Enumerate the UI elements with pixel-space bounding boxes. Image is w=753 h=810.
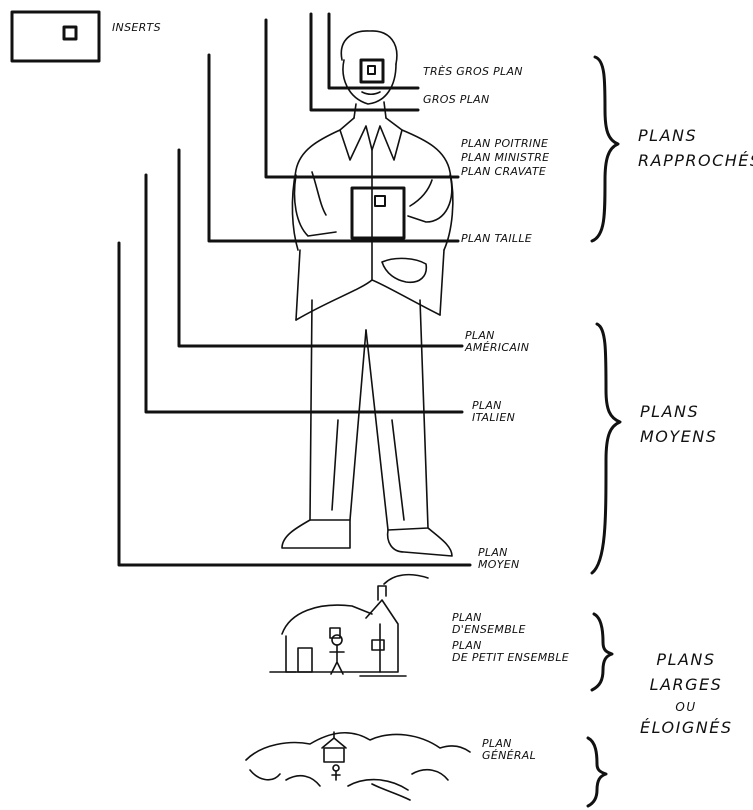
group-plans-larges: Plans larges ou éloignés <box>640 650 733 738</box>
line-plan-cravate <box>264 18 460 179</box>
brace-moyens <box>590 322 622 575</box>
tgp-frame-icon <box>359 58 385 84</box>
label-plan-italien: Plan Italien <box>472 399 516 424</box>
label-plan-moyen: Plan Moyen <box>478 546 520 571</box>
label-plan-poitrine: Plan poitrine <box>461 137 549 150</box>
inserts-frame-icon <box>10 10 101 63</box>
house-drawing <box>269 573 429 677</box>
label-plan-americain: Plan Américain <box>465 329 530 354</box>
line-gros-plan <box>309 12 420 112</box>
label-plan-petit-ensemble: Plan de petit ensemble <box>452 639 570 664</box>
landscape-drawing <box>245 731 471 801</box>
man-figure <box>281 30 454 557</box>
line-plan-americain <box>177 148 464 348</box>
line-plan-moyen <box>117 241 472 567</box>
line-plan-taille <box>207 53 460 243</box>
group-plans-moyens: Plans moyens <box>640 402 718 446</box>
label-plan-ensemble: Plan d'ensemble <box>452 611 526 636</box>
braces <box>586 55 622 808</box>
brace-rapproches <box>590 55 620 243</box>
insert-hand-frame-icon <box>350 186 406 240</box>
brace-ensemble <box>590 612 614 692</box>
group-plans-rapproches: Plans rapprochés <box>638 126 753 170</box>
line-tres-gros-plan <box>327 12 420 90</box>
label-gros-plan: Gros plan <box>423 93 490 106</box>
label-plan-ministre: Plan ministre <box>461 151 550 164</box>
framing-lines <box>117 12 472 567</box>
line-plan-italien <box>144 173 464 414</box>
label-tres-gros-plan: Très gros plan <box>423 65 523 78</box>
inserts-label: Inserts <box>112 21 161 34</box>
inner-frames <box>350 58 406 240</box>
label-plan-cravate: Plan cravate <box>461 165 547 178</box>
label-plan-taille: Plan taille <box>461 232 532 245</box>
brace-general <box>586 736 608 808</box>
label-plan-general: Plan Général <box>482 737 537 762</box>
